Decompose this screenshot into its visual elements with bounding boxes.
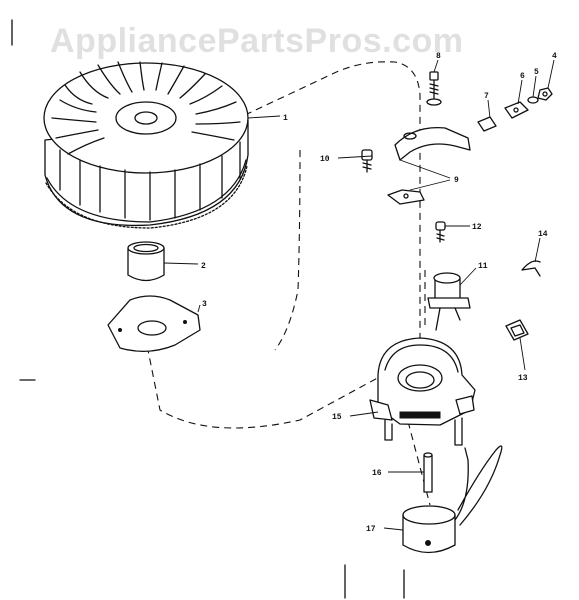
callout-1: 1 (283, 114, 288, 123)
plunger-rod-part (423, 452, 433, 493)
spacer-part (477, 116, 497, 132)
callout-9: 9 (454, 176, 459, 185)
callout-labels: 1 2 3 4 5 6 7 8 9 10 11 12 13 14 15 16 1… (201, 52, 557, 534)
callout-15: 15 (332, 413, 342, 422)
callout-5: 5 (534, 68, 539, 77)
nut-part (537, 87, 553, 101)
callout-14: 14 (538, 230, 548, 239)
key-plate-part (107, 295, 201, 352)
ignition-coil-part (402, 445, 503, 554)
stator-housing-part (369, 337, 476, 446)
spring-clip-part (521, 260, 541, 277)
callout-16: 16 (372, 469, 382, 478)
screw-part (435, 221, 446, 243)
breaker-point-bracket-part (387, 126, 471, 205)
callout-12: 12 (472, 223, 482, 232)
clamp-part (504, 101, 529, 119)
callout-2: 2 (201, 262, 206, 271)
callout-7: 7 (484, 92, 489, 101)
callout-8: 8 (436, 52, 441, 61)
condenser-part (427, 272, 471, 331)
callout-10: 10 (320, 155, 330, 164)
assembly-dashed-line (147, 61, 421, 429)
watermark: AppliancePartsPros.com (50, 22, 463, 60)
callout-4: 4 (552, 52, 557, 61)
screw-part (361, 149, 373, 173)
leader-lines (163, 59, 555, 531)
callout-13: 13 (518, 374, 528, 383)
lock-washer-part (527, 96, 539, 104)
bushing-part (127, 241, 165, 282)
callout-11: 11 (478, 262, 488, 271)
callout-6: 6 (520, 72, 525, 81)
callout-17: 17 (366, 525, 376, 534)
callout-3: 3 (202, 300, 207, 309)
assembly-dashed-line (404, 409, 431, 506)
assembly-dashed-line (274, 149, 301, 351)
flywheel-part (43, 61, 249, 229)
screw-part (426, 71, 442, 106)
felt-pad-part (505, 319, 529, 341)
